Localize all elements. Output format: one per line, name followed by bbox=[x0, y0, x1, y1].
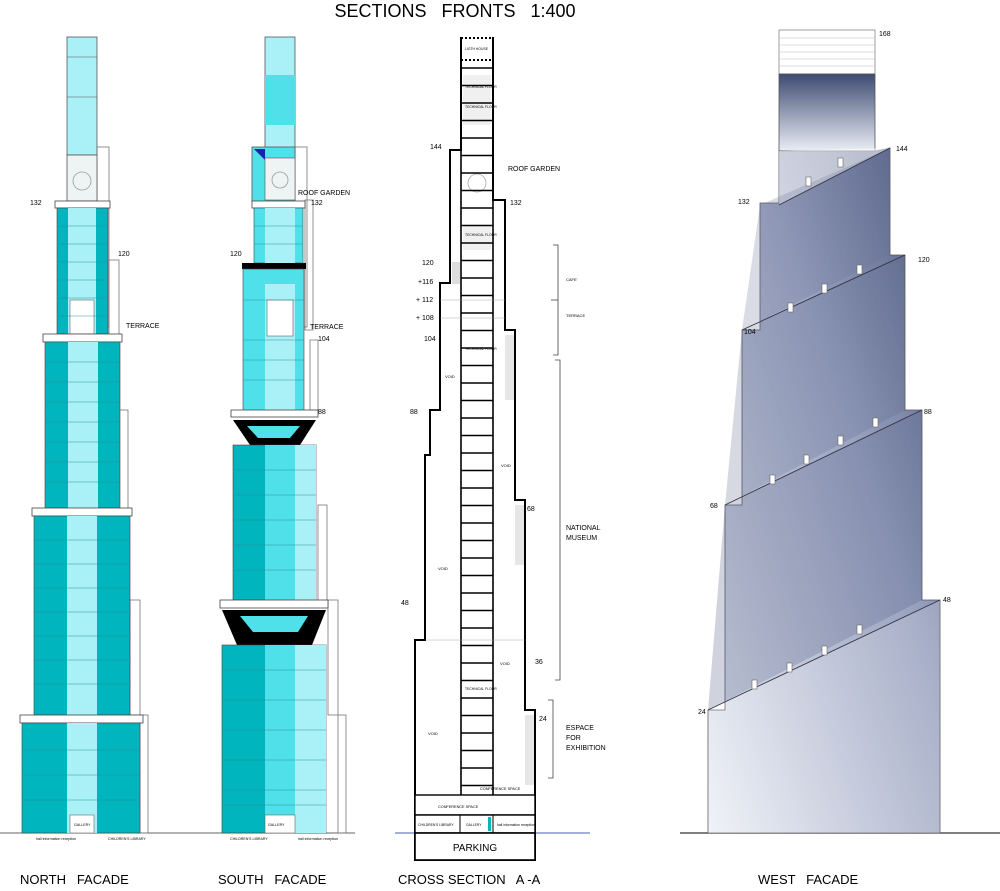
section-top-label-tech2: TECHNICAL FLOOR bbox=[465, 105, 497, 109]
west-level-168: 168 bbox=[879, 31, 891, 38]
west-level-68: 68 bbox=[710, 503, 718, 510]
south-ground-label-gallery: GALLERY bbox=[268, 823, 285, 827]
section-tech-floor-2: TECHNICAL FLOOR bbox=[465, 347, 497, 351]
section-museum-label-1: NATIONAL bbox=[566, 525, 601, 532]
north-ground-label-hall: hall information reception bbox=[36, 837, 76, 841]
section-tech-floor-3: TECHNICAL FLOOR bbox=[465, 687, 497, 691]
south-level-104: 104 bbox=[318, 336, 330, 343]
section-level-48: 48 bbox=[401, 600, 409, 607]
south-level-132: 132 bbox=[311, 200, 323, 207]
west-level-104: 104 bbox=[744, 329, 756, 336]
section-level-68: 68 bbox=[527, 506, 535, 513]
west-level-132: 132 bbox=[738, 199, 750, 206]
south-ground-label-hall: hall information reception bbox=[298, 837, 338, 841]
section-level-120: 120 bbox=[422, 260, 434, 267]
section-exhibition-label-3: EXHIBITION bbox=[566, 745, 606, 752]
north-terrace-label: TERRACE bbox=[126, 323, 160, 330]
south-roof-garden-label: ROOF GARDEN bbox=[298, 190, 350, 197]
south-level-88: 88 bbox=[318, 409, 326, 416]
section-roof-garden-label: ROOF GARDEN bbox=[508, 166, 560, 173]
west-facade-caption: WEST FACADE bbox=[758, 872, 858, 887]
west-level-88: 88 bbox=[924, 409, 932, 416]
south-terrace-label: TERRACE bbox=[310, 324, 344, 331]
west-level-120: 120 bbox=[918, 257, 930, 264]
section-level-132: 132 bbox=[510, 200, 522, 207]
section-level-108: + 108 bbox=[416, 315, 434, 322]
west-level-144: 144 bbox=[896, 146, 908, 153]
section-void-1: VOID bbox=[445, 374, 455, 379]
section-exhibition-label-2: FOR bbox=[566, 735, 581, 742]
section-ground-hall: hall information reception bbox=[497, 823, 535, 827]
section-tech-floor-1: TECHNICAL FLOOR bbox=[465, 233, 497, 237]
west-level-24: 24 bbox=[698, 709, 706, 716]
section-void-3: VOID bbox=[438, 566, 448, 571]
west-level-48: 48 bbox=[943, 597, 951, 604]
section-level-24: 24 bbox=[539, 716, 547, 723]
section-level-112: + 112 bbox=[416, 297, 433, 304]
section-cafe-label: CAFE' bbox=[566, 277, 578, 282]
north-ground-label-gallery: GALLERY bbox=[74, 823, 91, 827]
north-level-120: 120 bbox=[118, 251, 130, 258]
north-ground-label-library: CHILDREN'S LIBRARY bbox=[108, 837, 146, 841]
section-conference-2: CONFERENCE SPACE bbox=[438, 805, 479, 809]
section-museum-label-2: MUSEUM bbox=[566, 535, 597, 542]
section-level-104: 104 bbox=[424, 336, 436, 343]
section-ground-gallery: GALLERY bbox=[466, 823, 482, 827]
section-exhibition-label-1: ESPACE bbox=[566, 725, 594, 732]
section-conference-1: CONFERENCE SPACE bbox=[480, 787, 521, 791]
west-facade: 168 144 132 120 104 88 68 48 24 WEST FAC… bbox=[698, 29, 951, 887]
north-facade: 132 120 TERRACE hall information recepti… bbox=[19, 36, 160, 887]
section-void-4: VOID bbox=[500, 661, 510, 666]
section-top-label-tech1: TECHNICAL FLOOR bbox=[465, 85, 497, 89]
south-level-120: 120 bbox=[230, 251, 242, 258]
section-level-144: 144 bbox=[430, 144, 442, 151]
section-top-label-lighthouse: LIGTH HOUSE bbox=[465, 47, 489, 51]
section-level-116: +116 bbox=[418, 279, 433, 286]
north-facade-caption: NORTH FACADE bbox=[20, 872, 129, 887]
section-ground-library: CHILDREN'S LIBRARY bbox=[418, 823, 454, 827]
south-facade: ROOF GARDEN 132 120 TERRACE 104 88 CHILD… bbox=[218, 36, 350, 887]
drawing-title: SECTIONS FRONTS 1:400 bbox=[334, 1, 575, 21]
section-terrace-label: TERRACE bbox=[566, 313, 585, 318]
south-facade-caption: SOUTH FACADE bbox=[218, 872, 327, 887]
section-caption: CROSS SECTION A -A bbox=[398, 872, 541, 887]
north-level-132: 132 bbox=[30, 200, 42, 207]
section-level-36: 36 bbox=[535, 659, 543, 666]
cross-section: LIGTH HOUSE TECHNICAL FLOOR TECHNICAL FL… bbox=[398, 37, 606, 887]
section-parking-label: PARKING bbox=[453, 843, 497, 854]
section-level-88: 88 bbox=[410, 409, 418, 416]
south-ground-label-library: CHILDREN'S LIBRARY bbox=[230, 837, 268, 841]
section-void-2: VOID bbox=[501, 463, 511, 468]
section-void-5: VOID bbox=[428, 731, 438, 736]
